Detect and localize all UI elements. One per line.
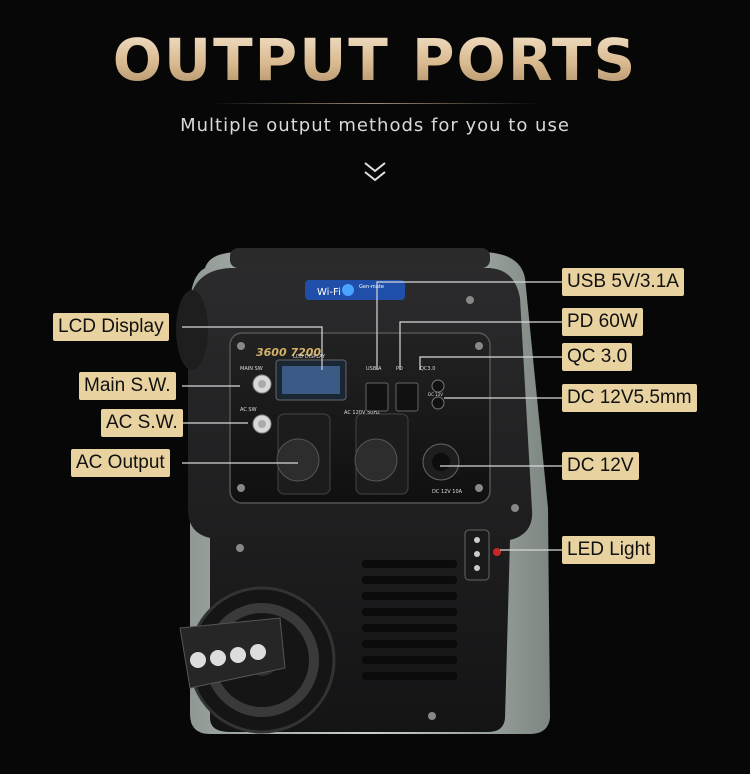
ac-output-label: AC Output [71, 449, 170, 477]
ac-rating: AC 120V 50Hz [344, 410, 380, 416]
usb-label: USB 5V/3.1A [562, 268, 684, 296]
page-title: OUTPUT PORTS [0, 26, 750, 94]
qc-port-caption: QC3.0 [420, 366, 435, 372]
pd-label: PD 60W [562, 308, 643, 336]
lcd-display-label: LCD Display [53, 313, 169, 341]
ac-switch-label: AC S.W. [101, 409, 183, 437]
dc-big-caption: DC 12V 10A [432, 489, 463, 495]
chevron-down-icon [364, 162, 386, 182]
main-sw-caption: MAIN SW [240, 366, 263, 372]
dc-12v-label: DC 12V [562, 452, 639, 480]
led-light-label: LED Light [562, 536, 656, 564]
generator-image: Wi-Fi Gen-mate 3600 7200 LCD DISPLAY MAI… [176, 248, 550, 734]
qc-label: QC 3.0 [562, 343, 633, 371]
dc-55mm-label: DC 12V5.5mm [562, 384, 697, 412]
model-label: 3600 7200 [256, 346, 321, 359]
remote-label: Gen-mate [359, 284, 384, 290]
main-switch-label: Main S.W. [79, 372, 176, 400]
title-divider [210, 103, 540, 104]
ac-sw-caption: AC SW [240, 407, 257, 413]
lcd-caption: LCD DISPLAY [293, 354, 326, 360]
page-subtitle: Multiple output methods for you to use [180, 115, 570, 136]
usb-port-caption: USB-A [366, 366, 382, 372]
dc-small-caption: DC 12V [428, 392, 443, 397]
wifi-label: Wi-Fi [317, 287, 341, 298]
